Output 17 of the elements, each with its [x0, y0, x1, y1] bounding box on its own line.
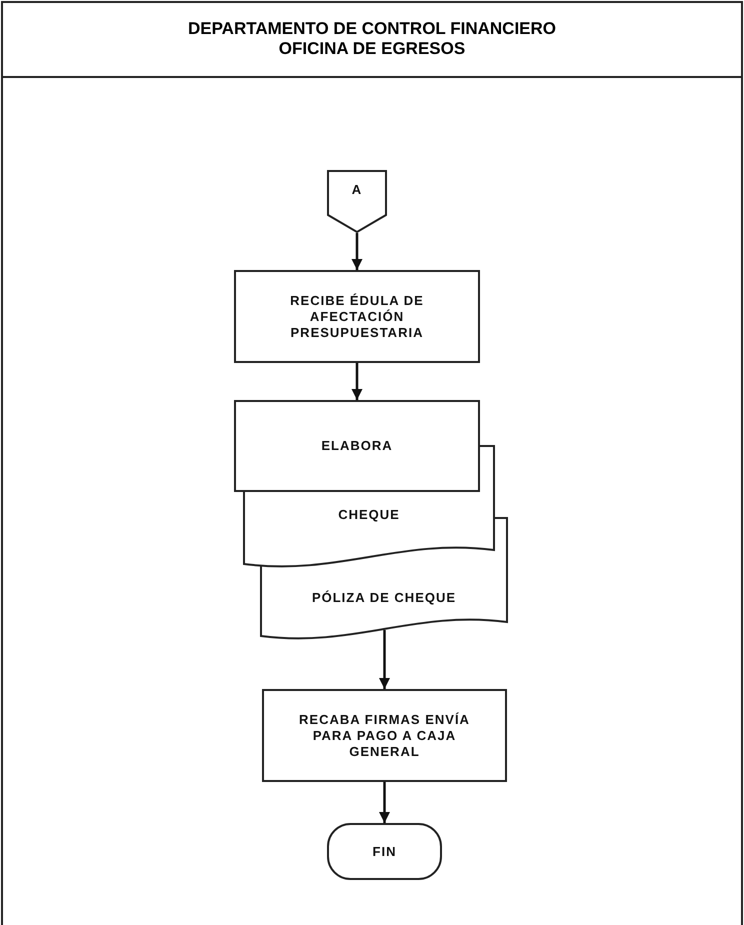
process-box — [262, 689, 507, 782]
node-label: FIN — [372, 844, 398, 860]
node-label: PÓLIZA DE CHEQUE — [310, 590, 458, 606]
arrow — [378, 782, 390, 823]
arrow — [378, 630, 390, 689]
node-label: RECIBE ÉDULA DE AFECTACIÓN PRESUPUESTARIA — [289, 292, 425, 340]
process-box — [234, 270, 480, 363]
title: DEPARTAMENTO DE CONTROL FINANCIERO OFICINA DE EGRESOS — [186, 18, 558, 58]
arrow — [351, 363, 363, 400]
terminator-shape — [327, 823, 442, 880]
node-label: A — [350, 182, 364, 198]
off-page-connector — [327, 170, 387, 233]
process-box — [234, 400, 480, 492]
node-label: RECABA FIRMAS ENVÍA PARA PAGO A CAJA GENERAL — [298, 712, 471, 760]
node-label: CHEQUE — [337, 507, 401, 523]
arrow — [351, 233, 363, 270]
node-label: ELABORA — [320, 438, 394, 454]
